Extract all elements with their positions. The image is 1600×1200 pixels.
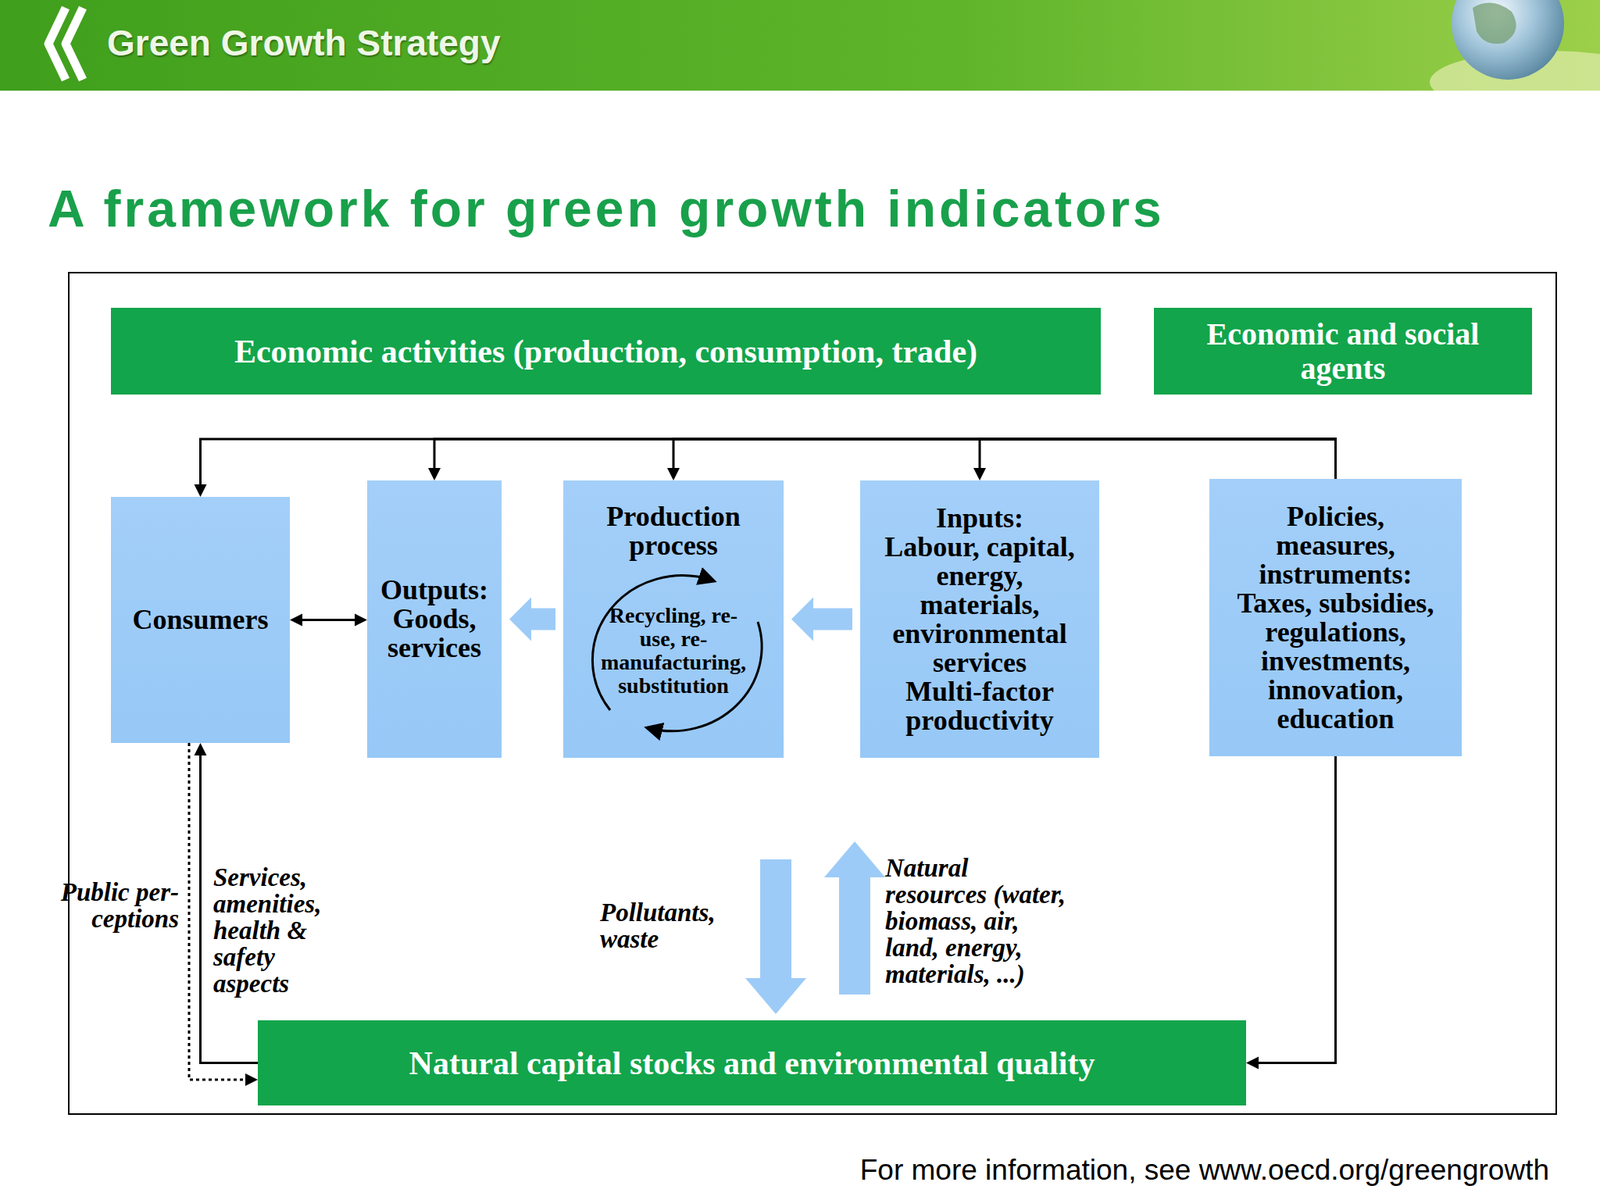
node-heading: Consumers xyxy=(132,605,268,635)
connector-line xyxy=(1256,756,1336,1064)
consumers-box: Consumers xyxy=(110,496,290,743)
block-arrow xyxy=(745,859,807,1015)
node-heading: Economic activities (production, consump… xyxy=(234,332,978,371)
block-arrow xyxy=(824,841,886,995)
connector-line xyxy=(673,439,1336,479)
logo-chevron xyxy=(65,7,83,80)
node-heading: Natural capital stocks and environmental… xyxy=(409,1044,1096,1083)
block-arrow xyxy=(791,597,853,642)
natural-capital-band: Natural capital stocks and environmental… xyxy=(257,1020,1247,1106)
arrow-head xyxy=(667,467,680,481)
node-body: Recycling, re-use, re- manufacturing, su… xyxy=(595,603,752,698)
connector xyxy=(428,439,1336,481)
cycle-arrow xyxy=(592,575,713,711)
diagram-caption: For more information, see www.oecd.org/g… xyxy=(546,1154,1550,1186)
header-band xyxy=(0,0,1600,91)
connector xyxy=(509,597,556,642)
inputs-box: Inputs:Labour, capital, energy, material… xyxy=(860,480,1100,758)
arrow-head xyxy=(428,467,441,481)
connector-line xyxy=(300,618,358,622)
edge-label: Natural resources (water, biomass, air, … xyxy=(885,854,1069,988)
connector xyxy=(194,439,1336,497)
node-body: Multi-factor productivity xyxy=(878,677,1082,736)
connector-line xyxy=(200,753,259,1064)
block-arrow xyxy=(509,597,556,642)
connector xyxy=(194,742,259,1064)
node-heading: Inputs: xyxy=(935,503,1024,533)
node-heading: Economic and social agents xyxy=(1163,317,1523,386)
connector xyxy=(791,597,853,642)
outputs-box: Outputs: Goods, services xyxy=(367,480,502,758)
globe xyxy=(1451,0,1565,80)
edge-label: Pollutants, waste xyxy=(600,899,749,953)
edge-label: Services, amenities, health & safety asp… xyxy=(213,864,354,997)
connector xyxy=(745,859,807,1015)
diagram-title: A framework for green growth indicators xyxy=(47,182,1165,235)
arrow-head xyxy=(354,614,368,627)
arrow-head xyxy=(194,742,208,756)
globe-land xyxy=(1472,3,1517,44)
arrow-head xyxy=(973,467,986,481)
dotted-line xyxy=(189,742,248,1080)
arrow-head xyxy=(289,614,303,627)
arrow-head xyxy=(245,1073,258,1086)
cycle-arrow xyxy=(648,621,762,732)
connector xyxy=(667,439,1336,481)
agents-band: Economic and social agents xyxy=(1153,307,1533,395)
outer-frame xyxy=(68,272,1557,1115)
arrow-head xyxy=(1246,1057,1259,1070)
connector-line xyxy=(979,439,1336,479)
connector xyxy=(824,841,886,995)
connector-line xyxy=(434,439,1336,479)
arrow-head xyxy=(194,484,208,497)
edge-label: Public per- ceptions xyxy=(53,878,179,933)
node-heading: Production process xyxy=(567,480,779,561)
connector xyxy=(189,742,258,1086)
connector xyxy=(973,439,1336,481)
policies-box: Policies, measures, instruments:Taxes, s… xyxy=(1209,478,1462,757)
header-title: Green Growth Strategy xyxy=(107,24,501,62)
node-heading: Policies, measures, instruments: xyxy=(1228,502,1443,590)
globe-image xyxy=(1429,0,1600,91)
production-box: Production processRecycling, re-use, re-… xyxy=(563,480,784,758)
activity-band: Economic activities (production, consump… xyxy=(110,307,1101,395)
node-heading: Outputs: Goods, services xyxy=(371,575,497,663)
connector-line xyxy=(200,439,1336,487)
connector xyxy=(289,614,368,627)
node-body: Labour, capital, energy, materials, envi… xyxy=(878,532,1082,678)
node-body: Taxes, subsidies, regulations, investmen… xyxy=(1228,589,1443,734)
connector xyxy=(1246,756,1336,1070)
